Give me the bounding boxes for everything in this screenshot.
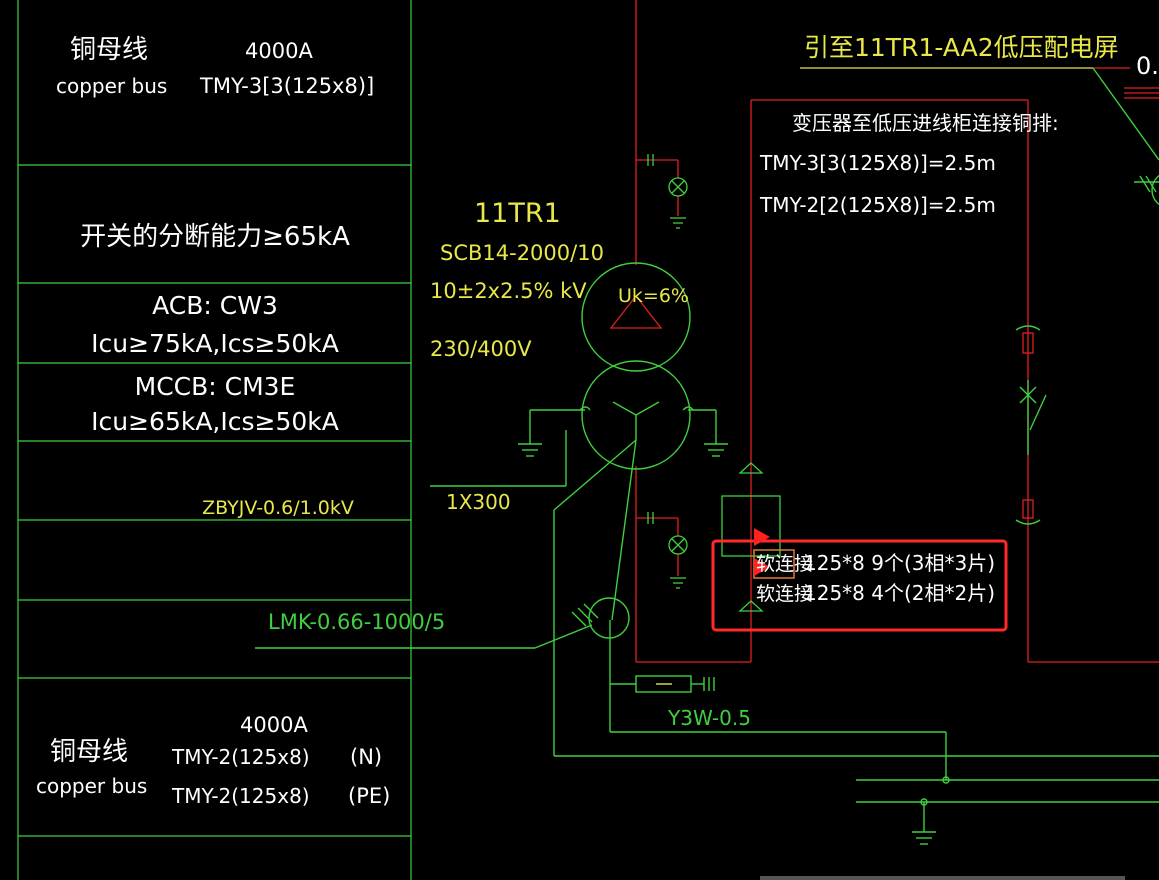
transformer-id: 11TR1: [474, 198, 561, 229]
flex-row2-prefix: 软连接: [756, 583, 813, 605]
busbar-note-title: 变压器至低压进线柜连接铜排:: [792, 111, 1059, 135]
transformer-ratio: 10±2x2.5% kV: [430, 279, 587, 303]
red-flag-marker-bottom: [754, 558, 770, 576]
row1-spec: TMY-3[3(125x8)]: [199, 74, 374, 98]
busbar-note-line2: TMY-2[2(125X8)]=2.5m: [759, 193, 996, 217]
row8-rating: 4000A: [240, 713, 308, 737]
destination-partial-text: 0.: [1136, 52, 1159, 80]
row8-label-n: (N): [350, 745, 382, 769]
row1-rating: 4000A: [245, 39, 313, 63]
acb-label: ACB: CW3: [152, 291, 278, 320]
red-flag-marker-top: [754, 528, 770, 546]
ct-label: LMK-0.66-1000/5: [268, 610, 445, 634]
row8-label-pe: (PE): [348, 784, 390, 808]
scroll-strip: [760, 876, 1125, 880]
busbar-note-line1: TMY-3[3(125X8)]=2.5m: [759, 151, 996, 175]
mccb-label: MCCB: CM3E: [135, 372, 296, 401]
capacitor-symbols: [647, 154, 688, 589]
transformer-uk: Uk=6%: [618, 285, 689, 307]
arrester-label: Y3W-0.5: [667, 706, 751, 730]
destination-label: 引至11TR1-AA2低压配电屏: [804, 33, 1119, 62]
transformer-model: SCB14-2000/10: [440, 241, 604, 265]
flex-row2-text: 125*8 4个(2相*2片): [804, 581, 995, 605]
transformer-cable: 1X300: [446, 490, 511, 514]
mccb-rating: Icu≥65kA,Ics≥50kA: [91, 407, 339, 436]
connection-marks: [721, 462, 781, 612]
row8-en-label: copper bus: [36, 774, 147, 798]
flex-row1-prefix: 软连接: [756, 553, 813, 575]
row8-spec-n: TMY-2(125x8): [171, 745, 310, 769]
highlight-box: [711, 539, 1008, 632]
row1-cn-label: 铜母线: [70, 35, 148, 65]
row8-spec-pe: TMY-2(125x8): [171, 784, 310, 808]
row8-cn-label: 铜母线: [50, 737, 128, 767]
transformer-symbol: [255, 67, 1159, 845]
legend-table: [17, 0, 412, 880]
flex-row1-text: 125*8 9个(3相*3片): [804, 551, 995, 575]
row1-en-label: copper bus: [56, 74, 167, 98]
cable-type-label: ZBYJV-0.6/1.0kV: [202, 497, 354, 519]
transformer-voltage: 230/400V: [430, 337, 532, 361]
acb-rating: Icu≥75kA,Ics≥50kA: [91, 329, 339, 358]
breaking-capacity-note: 开关的分断能力≥65kA: [80, 222, 350, 252]
